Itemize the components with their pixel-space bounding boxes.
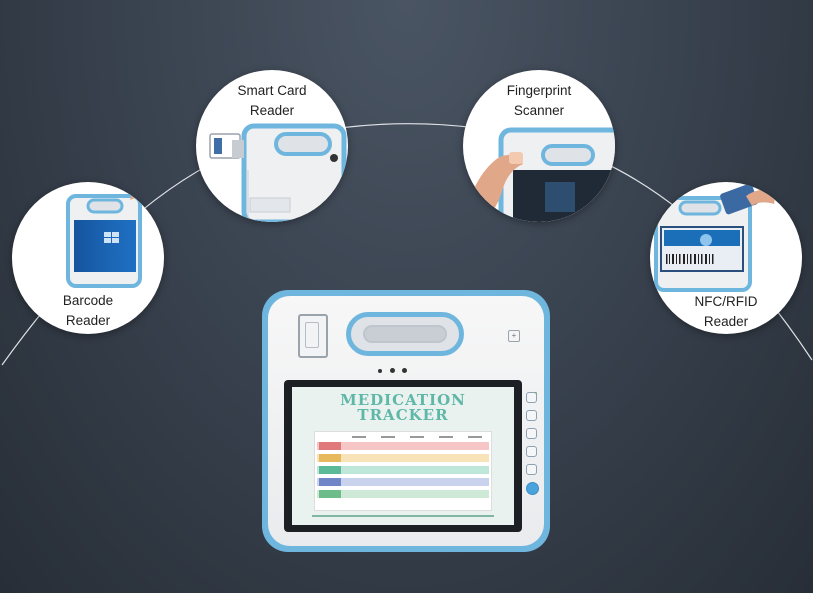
camera-dot [402, 368, 407, 373]
table-row [317, 454, 489, 462]
barcode-reader-bubble: Barcode Reader [12, 182, 164, 334]
medication-table [314, 431, 492, 511]
side-button[interactable] [526, 410, 537, 421]
tablet-handle [346, 312, 464, 356]
barcode-tablet-image [66, 188, 148, 288]
tracker-footer-line [312, 515, 494, 517]
power-button[interactable] [526, 482, 539, 495]
camera-dot [378, 369, 382, 373]
status-leds [530, 382, 538, 395]
barcode-reader-label: Barcode Reader [62, 293, 114, 328]
tablet-screen-frame: MEDICATION TRACKER [284, 380, 522, 532]
table-row [317, 490, 489, 498]
fingerprint-scanner-bubble: Fingerprint Scanner [463, 70, 615, 222]
side-buttons [526, 392, 540, 502]
fingerprint-tablet-image [463, 127, 615, 222]
plus-icon: + [508, 330, 520, 342]
nfc-tablet-image [654, 183, 776, 292]
smart-card-reader-bubble: Smart Card Reader [196, 70, 348, 222]
camera-dot [390, 368, 395, 373]
tracker-title-line1: MEDICATION [340, 391, 466, 409]
smart-card-reader-label: Smart Card Reader [237, 83, 307, 118]
side-button[interactable] [526, 428, 537, 439]
side-button[interactable] [526, 392, 537, 403]
side-button[interactable] [526, 446, 537, 457]
smart-card-tablet-image [209, 123, 347, 222]
fingerprint-sensor [298, 314, 328, 358]
tablet-screen: MEDICATION TRACKER [292, 387, 514, 525]
table-row [317, 442, 489, 450]
table-row [317, 478, 489, 486]
tracker-title-line2: TRACKER [357, 406, 449, 424]
nfc-rfid-reader-bubble: NFC/RFID Reader [650, 182, 802, 334]
fingerprint-scanner-label: Fingerprint Scanner [506, 83, 572, 118]
nfc-rfid-reader-label: NFC/RFID Reader [694, 294, 758, 329]
side-button[interactable] [526, 464, 537, 475]
table-header [345, 434, 489, 440]
table-row [317, 466, 489, 474]
rugged-medical-tablet: + MEDICATION TRACKER [262, 290, 550, 552]
